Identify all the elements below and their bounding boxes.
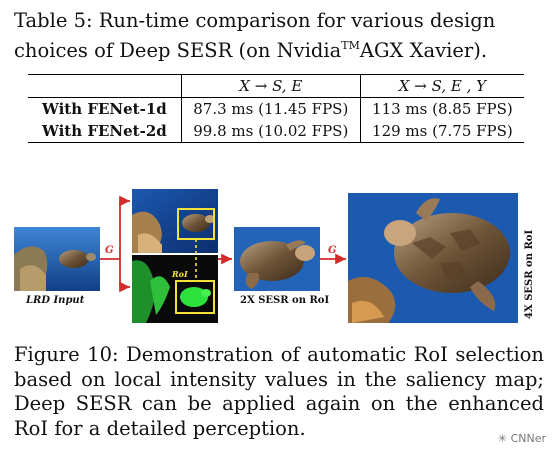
table-caption-suffix: AGX Xavier). [359,39,488,62]
watermark-text: CNNer [510,432,546,445]
wechat-icon: ✳ [497,432,508,445]
generator-label-1: G [105,245,114,256]
trademark-superscript: TM [341,39,360,52]
lrd-input-image [14,227,100,291]
mid-label: 2X SESR on RoI [240,295,329,306]
table-header-col-1: X → S, E [180,74,361,98]
saliency-map [132,239,218,323]
right-label: 4X SESR on RoI [524,230,535,319]
table-row-label: With FENet-2d [42,122,167,140]
table-row-label: With FENet-1d [42,100,167,118]
table-cell: 113 ms (8.85 FPS) [359,97,524,120]
table-cell: 129 ms (7.75 FPS) [359,120,524,143]
watermark: ✳ CNNer [498,432,546,445]
input-label: LRD Input [25,295,85,306]
runtime-table: X → S, E X → S, E , Y With FENet-1d 87.3… [28,74,524,143]
table-row: With FENet-2d 99.8 ms (10.02 FPS) 129 ms… [28,120,524,143]
figure-svg: LRD Input G RoI [14,189,535,323]
enhanced-image [132,189,218,253]
table-header-row: X → S, E X → S, E , Y [28,74,524,98]
table-caption: Table 5: Run-time comparison for various… [14,8,544,63]
table-cell: 87.3 ms (11.45 FPS) [180,97,361,120]
table-header-col-2: X → S, E , Y [359,74,524,98]
table-row: With FENet-1d 87.3 ms (11.45 FPS) 113 ms… [28,97,524,120]
sesr-2x-image [234,227,320,291]
sesr-4x-image [348,193,518,323]
figure-caption: Figure 10: Demonstration of automatic Ro… [14,343,544,440]
roi-figure: LRD Input G RoI [0,185,554,335]
table-header-empty [28,75,181,98]
roi-box-saliency [175,280,215,314]
generator-label-2: G [328,245,337,256]
roi-label: RoI [171,269,188,279]
table-caption-prefix: Table 5: Run-time comparison for various… [14,9,496,62]
table-cell: 99.8 ms (10.02 FPS) [180,120,361,143]
